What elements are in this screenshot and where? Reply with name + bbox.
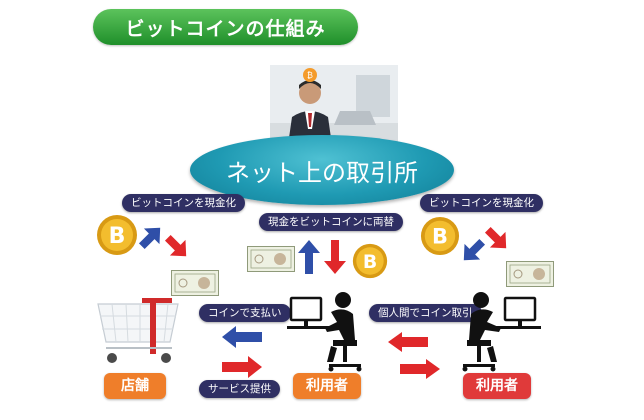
operator-photo: ₿	[270, 65, 398, 145]
label-right-cash-out: ビットコインを現金化	[420, 194, 543, 212]
svg-text:B: B	[432, 225, 448, 249]
person-at-computer-icon	[287, 290, 365, 372]
banknote-icon	[506, 261, 554, 287]
bitcoin-coin-icon: B	[352, 243, 388, 279]
arrow-left-icon	[222, 326, 262, 348]
svg-text:B: B	[363, 252, 377, 273]
arrow-up-icon	[298, 240, 320, 274]
arrow-right-icon	[400, 359, 440, 379]
person-at-computer-icon	[459, 290, 541, 372]
svg-text:₿: ₿	[307, 71, 313, 80]
label-pay-with-coin: コインで支払い	[199, 304, 291, 322]
label-left-cash-out: ビットコインを現金化	[122, 194, 245, 212]
label-service-provided: サービス提供	[199, 380, 280, 398]
arrow-up-right-icon	[136, 222, 166, 252]
arrow-down-right-icon	[162, 232, 192, 262]
arrow-down-icon	[324, 240, 346, 274]
user-tag-right: 利用者	[463, 373, 531, 399]
arrow-up-left-icon	[458, 236, 488, 266]
label-center-exchange: 現金をビットコインに両替	[259, 213, 403, 231]
bitcoin-coin-icon: B	[96, 214, 138, 256]
exchange-network: ネット上の取引所	[190, 135, 454, 205]
banknote-icon	[171, 270, 219, 296]
banknote-icon	[246, 246, 296, 272]
svg-text:B: B	[109, 224, 126, 249]
arrow-right-icon	[222, 356, 262, 378]
diagram-title: ビットコインの仕組み	[93, 9, 358, 45]
label-p2p-trade: 個人間でコイン取引	[369, 304, 482, 322]
user-tag-center: 利用者	[293, 373, 361, 399]
shopping-cart-icon	[92, 296, 184, 366]
arrow-left-icon	[388, 332, 428, 352]
arrow-down-right-icon	[482, 224, 512, 254]
store-tag: 店舗	[104, 373, 166, 399]
bitcoin-coin-icon: B	[420, 216, 460, 256]
